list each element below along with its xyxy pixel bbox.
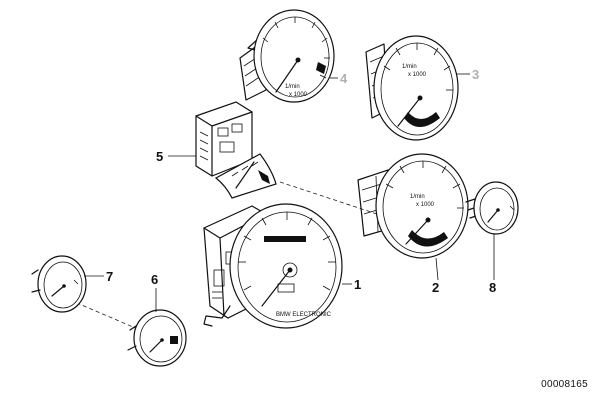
callout-3: 3 (472, 67, 479, 82)
part-4-scale-label: x 1000 (289, 92, 308, 98)
part-2-tachometer: 1/min x 1000 (357, 153, 469, 259)
part-3-tachometer: 1/min x 1000 (365, 35, 459, 141)
connection-line-7-6 (69, 299, 141, 331)
part-2-rpm-label: 1/min (410, 194, 425, 200)
callout-6: 6 (151, 272, 158, 287)
callout-5: 5 (156, 149, 163, 164)
leader-lines (84, 73, 495, 312)
callout-1: 1 (354, 277, 361, 292)
callout-4: 4 (340, 71, 348, 86)
part-6-small-gauge (127, 309, 187, 367)
part-4-rpm-label: 1/min (285, 84, 300, 90)
reference-code: 00008165 (541, 379, 588, 390)
part-7-small-gauge (31, 255, 87, 313)
part-4-tachometer: 1/min x 1000 (239, 9, 335, 103)
callout-2: 2 (432, 280, 439, 295)
part-3-rpm-label: 1/min (402, 64, 417, 70)
part-5-circuit-board (195, 101, 277, 199)
part-2-scale-label: x 1000 (416, 202, 435, 208)
part-8-small-gauge (465, 181, 519, 235)
callout-7: 7 (106, 269, 113, 284)
connection-line-5-2 (279, 181, 381, 216)
part-1-speedometer: BMW ELECTRONIC (203, 203, 343, 329)
part-3-scale-label: x 1000 (408, 72, 427, 78)
part-1-brand-label: BMW ELECTRONIC (276, 312, 332, 318)
callout-8: 8 (489, 280, 496, 295)
